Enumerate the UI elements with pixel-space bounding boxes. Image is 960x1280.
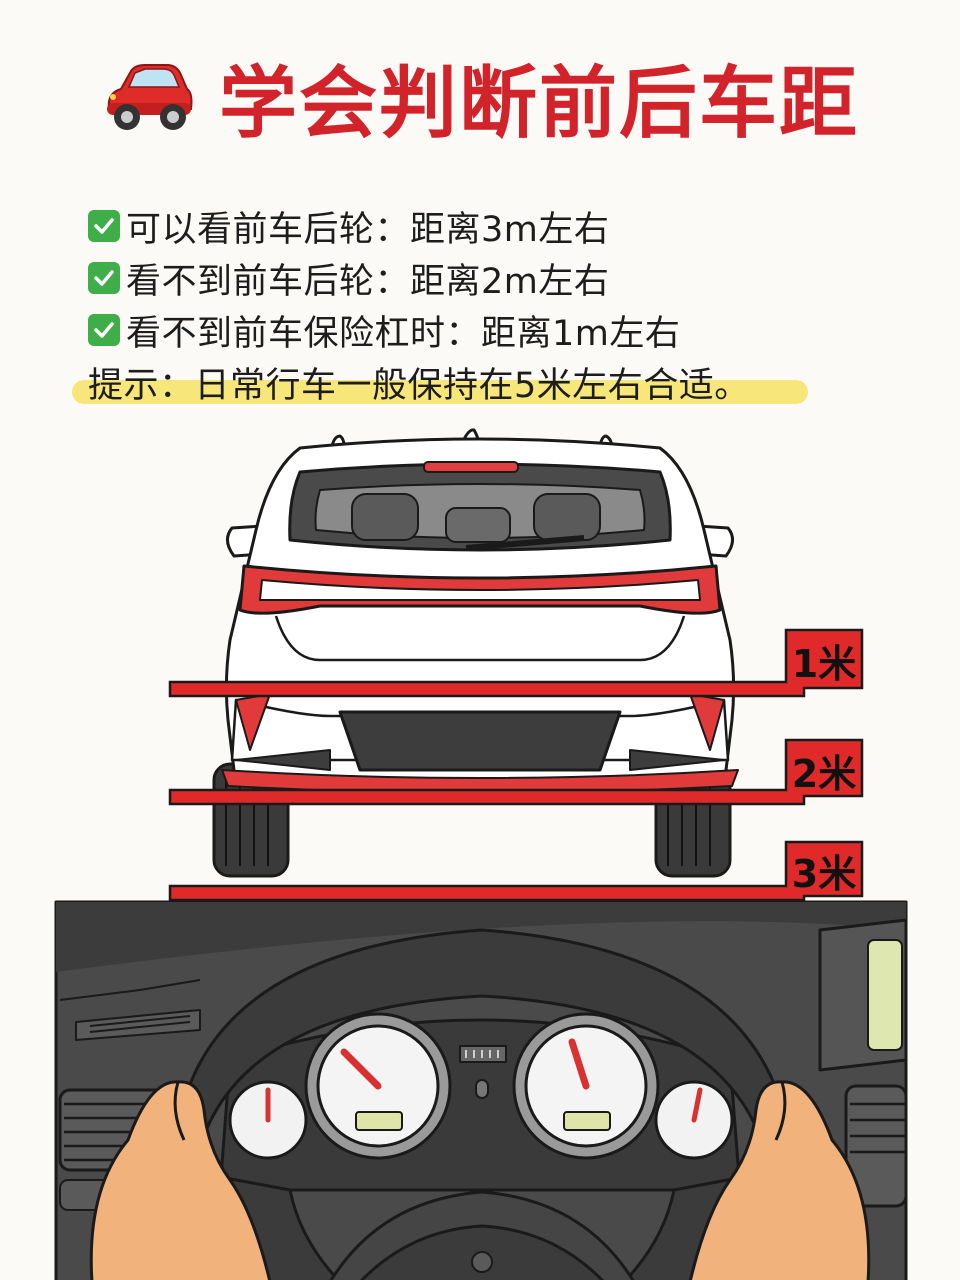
tip-item: 看不到前车后轮：距离2m左右: [88, 252, 888, 304]
check-mark-icon: [88, 314, 120, 346]
tip-item: 看不到前车保险杠时：距离1m左右: [88, 304, 888, 356]
tips-list: 可以看前车后轮：距离3m左右 看不到前车后轮：距离2m左右 看不到前车保险杠时：…: [72, 200, 888, 408]
red-car-icon: [106, 64, 193, 130]
driver-hands: [89, 1080, 871, 1280]
hint-highlight: [72, 380, 808, 404]
page-title: 学会判断前后车距: [0, 42, 960, 152]
tip-text: 看不到前车后轮：距离2m左右: [126, 261, 610, 302]
speedometer-gauge: [304, 1012, 452, 1160]
title-text: 学会判断前后车距: [218, 59, 859, 149]
dashboard: [54, 900, 908, 1280]
tip-text: 可以看前车后轮：距离3m左右: [126, 209, 610, 250]
marker-line-1m: [168, 628, 864, 698]
front-car-rear-view: [212, 428, 739, 878]
tip-text: 看不到前车保险杠时：距离1m左右: [126, 313, 681, 354]
tachometer-gauge: [512, 1012, 660, 1160]
check-mark-icon: [88, 210, 120, 242]
check-mark-icon: [88, 262, 120, 294]
marker-line-3m: [168, 840, 864, 902]
marker-line-2m: [168, 738, 864, 806]
marker-label-1m: 1米: [791, 641, 857, 686]
marker-label-3m: 3米: [791, 851, 857, 896]
tip-item: 可以看前车后轮：距离3m左右: [88, 200, 888, 252]
steering-wheel: [174, 928, 792, 1280]
marker-label-2m: 2米: [791, 751, 857, 796]
hint: 提示：日常行车一般保持在5米左右合适。: [72, 356, 888, 408]
distance-markers: [168, 628, 864, 902]
hint-text: 提示：日常行车一般保持在5米左右合适。: [88, 365, 750, 406]
